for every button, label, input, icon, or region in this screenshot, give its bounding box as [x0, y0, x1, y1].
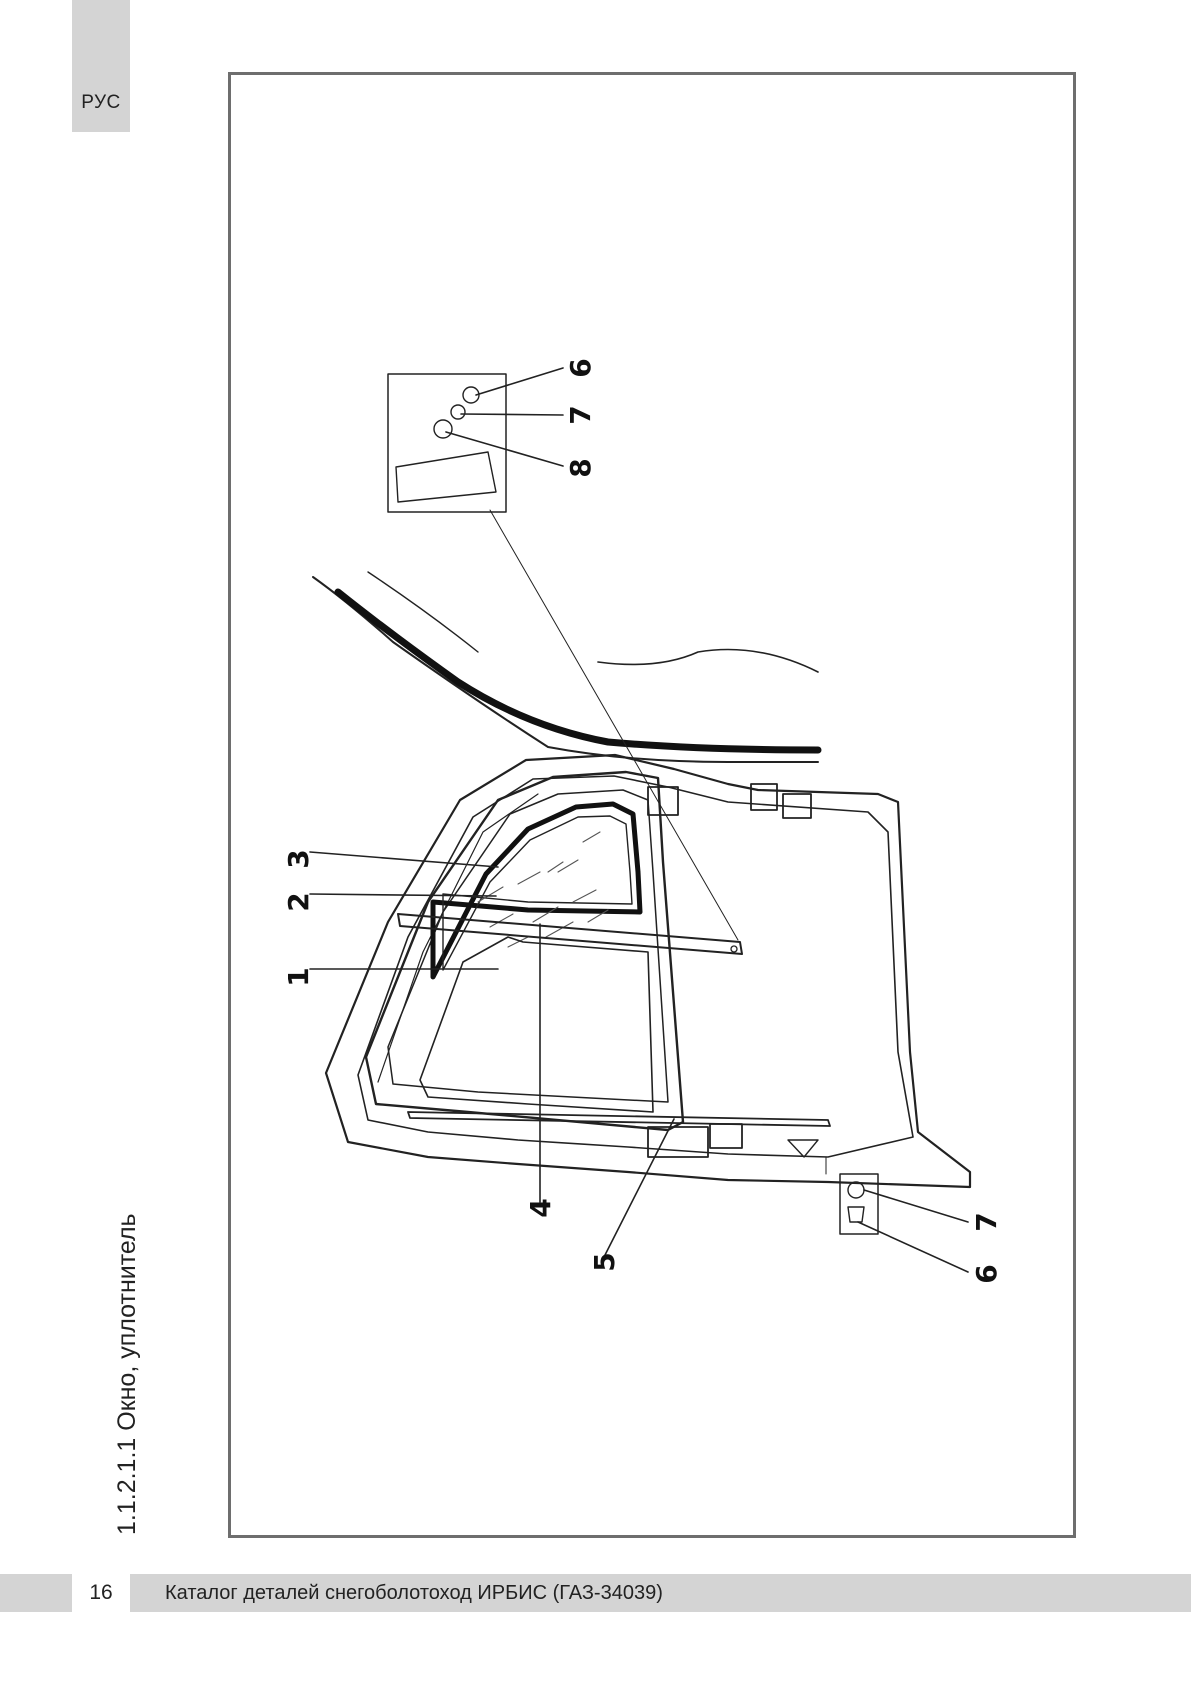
callout-6-top: 6	[564, 358, 597, 377]
callout-5: 5	[588, 1252, 621, 1271]
callout-3: 3	[282, 849, 315, 868]
footer-title: Каталог деталей снегоболотоход ИРБИС (ГА…	[165, 1581, 663, 1604]
callout-6-bottom: 6	[970, 1264, 1003, 1283]
footer-band	[0, 1574, 1191, 1612]
language-tab: РУС	[72, 0, 130, 132]
window-seal	[430, 801, 643, 980]
section-title: 1.1.2.1.1 Окно, уплотнитель	[113, 1213, 141, 1535]
callout-7-bottom: 7	[970, 1212, 1003, 1231]
diagram-frame	[228, 72, 1076, 1538]
glass-upper	[442, 815, 633, 971]
callout-8-top: 8	[564, 458, 597, 477]
callout-4: 4	[524, 1198, 557, 1217]
page-number: 16	[72, 1574, 130, 1612]
callout-2: 2	[282, 892, 315, 911]
hinge-upper-left	[647, 786, 679, 816]
window-frame	[364, 770, 685, 1132]
detail-box-bottom	[839, 1173, 879, 1235]
hinge-lower-left	[647, 1126, 709, 1158]
language-label: РУС	[81, 92, 121, 113]
door-panel	[324, 753, 972, 1189]
callout-7-top: 7	[564, 405, 597, 424]
glass-lower	[419, 936, 654, 1113]
guide-rail	[397, 913, 743, 955]
lower-rail	[407, 1111, 831, 1127]
exploded-window-diagram: 3 2 1 4 5 6 7 8 7 6	[282, 358, 1003, 1283]
callout-1: 1	[282, 967, 315, 986]
detail-box-top	[387, 373, 507, 513]
